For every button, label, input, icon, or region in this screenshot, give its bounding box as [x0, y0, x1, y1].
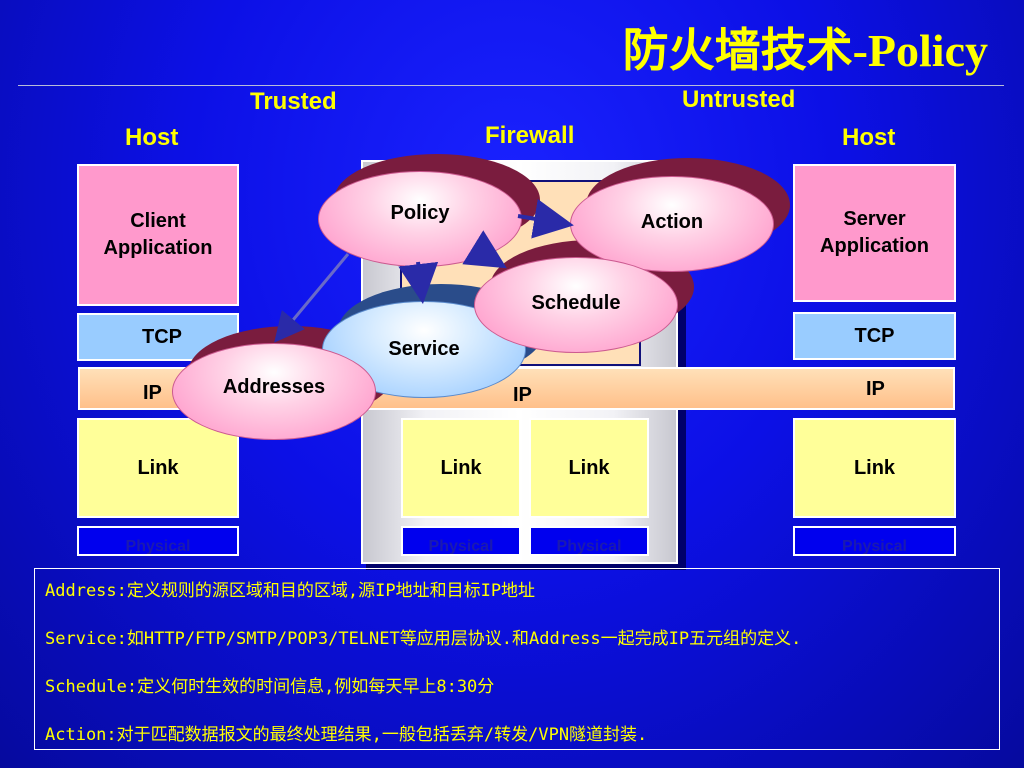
client-app-line1: Client — [130, 210, 186, 232]
server-ip-label: IP — [866, 378, 885, 400]
client-link-label: Link — [137, 456, 179, 479]
addresses-ellipse: Addresses — [172, 343, 376, 440]
action-label: Action — [640, 210, 704, 233]
firewall-link-right-box: Link — [529, 418, 649, 518]
firewall-physical-left-label: Physical — [428, 538, 494, 555]
page-title: 防火墙技术-Policy — [622, 25, 988, 76]
untrusted-label: Untrusted — [682, 86, 796, 113]
client-application-box: Client Application — [77, 164, 239, 306]
client-physical-label: Physical — [125, 538, 191, 555]
server-tcp-box: TCP — [793, 312, 956, 360]
host-right-label: Host — [842, 124, 896, 151]
note-service: Service:如HTTP/FTP/SMTP/POP3/TELNET等应用层协议… — [45, 629, 802, 649]
arrow-policy-to-action — [517, 199, 574, 239]
client-app-line2: Application — [103, 237, 213, 259]
note-action: Action:对于匹配数据报文的最终处理结果,一般包括丢弃/转发/VPN隧道封装… — [45, 725, 648, 745]
policy-label: Policy — [390, 201, 450, 224]
host-left-label: Host — [125, 124, 179, 151]
arrow-policy-to-addresses — [274, 253, 350, 343]
server-app-line1: Server — [843, 208, 906, 230]
server-physical-box: Physical — [793, 526, 956, 556]
schedule-ellipse: Schedule — [474, 257, 678, 353]
firewall-ip-label: IP — [513, 384, 532, 406]
service-label: Service — [388, 338, 460, 360]
server-physical-label: Physical — [842, 538, 907, 555]
note-schedule: Schedule:定义何时生效的时间信息,例如每天早上8:30分 — [45, 677, 495, 697]
server-link-label: Link — [853, 456, 896, 479]
action-ellipse: Action — [570, 176, 774, 272]
server-app-line2: Application — [820, 235, 929, 257]
addresses-label: Addresses — [222, 376, 326, 398]
server-application-box: Server Application — [793, 164, 956, 302]
trusted-label: Trusted — [250, 88, 337, 115]
arrow-policy-to-schedule — [462, 230, 507, 269]
firewall-link-left-box: Link — [401, 418, 521, 518]
note-address: Address:定义规则的源区域和目的区域,源IP地址和目标IP地址 — [45, 581, 536, 601]
definitions-box: Address:定义规则的源区域和目的区域,源IP地址和目标IP地址 Servi… — [34, 568, 1000, 750]
client-tcp-box: TCP — [77, 313, 239, 361]
firewall-physical-left-box: Physical — [401, 526, 521, 556]
firewall-link-left-label: Link — [440, 456, 482, 479]
firewall-physical-right-label: Physical — [556, 538, 622, 555]
client-ip-label: IP — [143, 382, 162, 404]
schedule-label: Schedule — [531, 291, 621, 314]
arrow-policy-to-service — [398, 261, 439, 304]
title-divider — [18, 85, 1004, 86]
server-tcp-label: TCP — [854, 324, 895, 347]
firewall-label: Firewall — [485, 122, 575, 149]
client-link-box: Link — [77, 418, 239, 518]
client-tcp-label: TCP — [142, 325, 182, 348]
client-physical-box: Physical — [77, 526, 239, 556]
firewall-physical-right-box: Physical — [529, 526, 649, 556]
firewall-link-right-label: Link — [568, 456, 610, 479]
server-link-box: Link — [793, 418, 956, 518]
